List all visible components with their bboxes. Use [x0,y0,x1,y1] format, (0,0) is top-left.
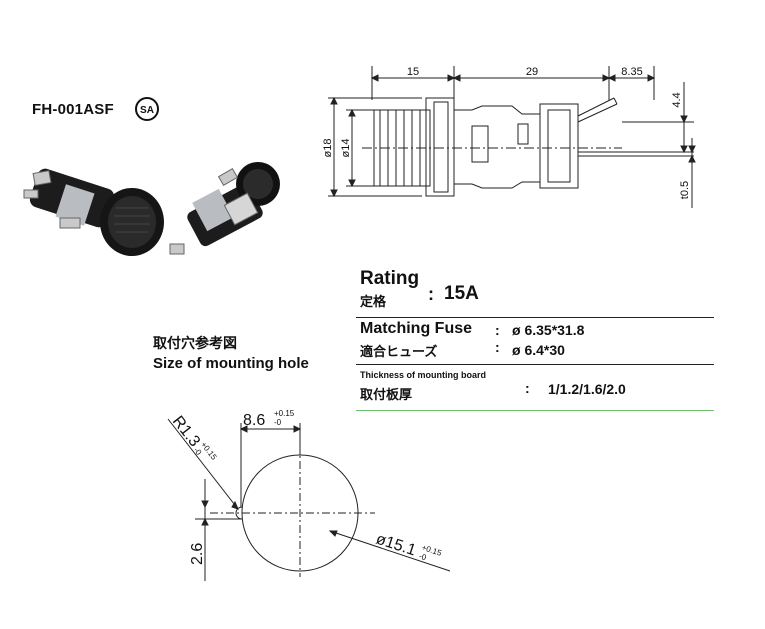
fuse-label-en: Matching Fuse [360,320,473,337]
dim-dia-14-label: ø14 [340,139,352,158]
fuse-colon-2: : [495,339,500,355]
board-colon: : [525,380,530,396]
board-label-cn: 取付板厚 [360,388,413,403]
csa-cert-icon: SA [134,96,160,127]
dim-height-label: 2.6 [189,543,206,565]
fuse-colon-1: : [495,322,500,338]
dim-diameter-tol-lower: -0 [418,552,428,563]
fuse-value-2: ø 6.4*30 [512,342,565,358]
rating-colon: : [428,284,434,304]
spec-divider-2 [356,364,714,365]
dim-4-4-label: 4.4 [671,92,683,107]
dim-diameter-label: ø15.1 [374,531,418,560]
dim-width-label: 8.6 [243,412,265,429]
dim-15-label: 15 [407,66,419,78]
dim-dia-18-label: ø18 [322,139,334,158]
rating-value: 15A [444,283,479,304]
mounting-hole-title-en: Size of mounting hole [153,355,309,372]
dim-radius-tol-lower: -0 [192,446,204,458]
spec-divider-3 [356,410,714,411]
mounting-hole-drawing: 8.6 +0.15 -0 R1.3 +0.15 -0 2.6 ø15.1 +0.… [150,395,510,600]
dim-width-tol-upper: +0.15 [274,409,295,418]
dim-0-5-label: t0.5 [679,181,691,199]
dim-radius-label: R1.3 [169,413,203,450]
fuse-label-cn: 適合ヒューズ [360,345,438,360]
holder-rear-view-image [169,162,280,255]
rating-label-en: Rating [360,268,420,289]
holder-front-view-image [23,168,164,256]
product-photo [20,158,280,273]
side-view-drawing: 15 29 8.35 4.4 t0.5 ø18 ø14 [322,58,722,223]
spec-divider-1 [356,317,714,318]
cert-mark-text: SA [140,105,154,116]
board-label-en: Thickness of mounting board [360,370,487,380]
rating-label-cn: 定格 [360,295,387,310]
board-value: 1/1.2/1.6/2.0 [548,381,626,397]
fuse-value-1: ø 6.35*31.8 [512,322,585,338]
model-name: FH-001ASF [32,101,114,118]
dim-29-label: 29 [526,66,538,78]
dim-8-35-label: 8.35 [621,66,642,78]
mounting-hole-title-cn: 取付穴参考図 [153,336,237,352]
dim-width-tol-lower: -0 [274,418,282,427]
